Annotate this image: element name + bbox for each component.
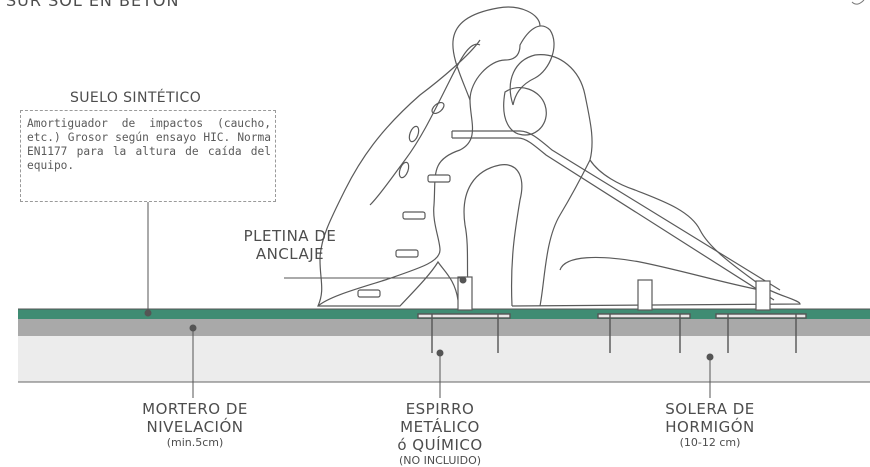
leader-suelo-dot bbox=[144, 309, 152, 317]
base-plate-1 bbox=[417, 313, 511, 319]
base-plate-2 bbox=[597, 313, 691, 319]
dino-belly bbox=[539, 159, 591, 307]
anchor-plates bbox=[457, 276, 771, 311]
mortero-line2: NIVELACIÓN bbox=[146, 418, 244, 436]
solera-line3: (10-12 cm) bbox=[679, 436, 741, 449]
mortero-line3: (min.5cm) bbox=[166, 436, 224, 449]
bolts bbox=[417, 313, 807, 353]
climbing-holds bbox=[357, 174, 451, 298]
mortar-layer bbox=[18, 319, 870, 336]
pletina-line2: ANCLAJE bbox=[255, 245, 325, 263]
dinosaur-slide bbox=[317, 6, 801, 307]
base-plate-3 bbox=[715, 313, 807, 319]
hold-1 bbox=[427, 174, 451, 183]
diagram-canvas bbox=[18, 0, 870, 398]
espirro-line3: (NO INCLUIDO) bbox=[398, 454, 482, 467]
espirro-line1: ESPIRRO METÁLICO bbox=[400, 400, 480, 436]
dino-mid-leg bbox=[463, 164, 523, 307]
suelo-heading: SUELO SINTÉTICO bbox=[70, 90, 202, 106]
anchor-plate-2 bbox=[637, 279, 653, 311]
hold-4 bbox=[357, 289, 381, 298]
hold-3 bbox=[395, 249, 419, 258]
leader-mortero-dot bbox=[189, 324, 197, 332]
concrete-slab bbox=[18, 336, 870, 382]
head-patch bbox=[503, 87, 547, 136]
spot-1 bbox=[431, 101, 445, 115]
dino-big-lower bbox=[317, 39, 481, 307]
slide-bottom bbox=[452, 137, 775, 301]
label-mortero: MORTERO DE NIVELACIÓN (min.5cm) bbox=[120, 400, 270, 449]
leader-espirro-dot bbox=[436, 349, 444, 357]
slide-rail bbox=[451, 130, 781, 301]
slide-top bbox=[452, 130, 781, 291]
leader-pletina-dot bbox=[459, 276, 467, 284]
dino-big-outline bbox=[317, 25, 555, 307]
solera-line1: SOLERA DE bbox=[665, 400, 755, 418]
label-solera: SOLERA DE HORMIGÓN (10-12 cm) bbox=[640, 400, 780, 449]
leader-solera-dot bbox=[706, 353, 714, 361]
dino-right-outline bbox=[509, 54, 801, 307]
page-title: SUR SOL EN BÉTON bbox=[6, 0, 180, 10]
solera-line2: HORMIGÓN bbox=[665, 418, 755, 436]
anchor-plate-3 bbox=[755, 280, 771, 311]
espirro-line2: ó QUÍMICO bbox=[397, 436, 483, 454]
suelo-description: Amortiguador de impactos (caucho, etc.) … bbox=[27, 117, 271, 172]
dino-big-front bbox=[369, 6, 541, 206]
suelo-description-box: Amortiguador de impactos (caucho, etc.) … bbox=[20, 110, 276, 202]
dino-right-inner bbox=[559, 256, 761, 291]
hold-2 bbox=[402, 211, 426, 220]
mortero-line1: MORTERO DE bbox=[142, 400, 248, 418]
leader-lines bbox=[144, 202, 714, 398]
corner-mark bbox=[851, 0, 865, 5]
spot-2 bbox=[408, 125, 420, 143]
label-pletina: PLETINA DE ANCLAJE bbox=[230, 227, 350, 263]
anchor-plate-1 bbox=[457, 276, 473, 311]
pletina-line1: PLETINA DE bbox=[243, 227, 337, 245]
spot-3 bbox=[398, 161, 410, 179]
